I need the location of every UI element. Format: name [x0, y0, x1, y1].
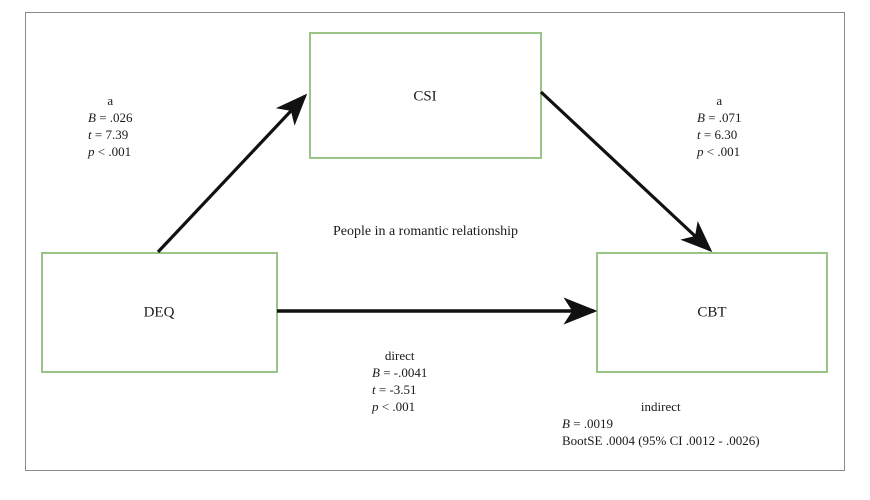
stats-indirect-effect: indirect B = .0019 BootSE .0004 (95% CI … — [562, 398, 760, 449]
diagram-caption: People in a romantic relationship — [332, 224, 519, 239]
b-symbol: B — [562, 416, 570, 431]
stats-indirect-b: B = .0019 — [562, 415, 760, 432]
p-symbol: p — [372, 399, 379, 414]
stats-direct-effect: direct B = -.0041 t = -3.51 p < .001 — [372, 347, 427, 415]
stats-b-path-t-value: = 6.30 — [703, 127, 738, 142]
node-box-csi — [309, 32, 542, 159]
stats-a-path-t: t = 7.39 — [88, 126, 133, 143]
arrow-deq-to-csi — [156, 93, 308, 254]
t-symbol: t — [697, 127, 701, 142]
b-symbol: B — [697, 110, 705, 125]
stats-a-path-b: B = .026 — [88, 109, 133, 126]
stats-direct-b: B = -.0041 — [372, 364, 427, 381]
stats-b-path-head: a — [716, 93, 723, 108]
t-symbol: t — [88, 127, 92, 142]
stats-a-path: a B = .026 t = 7.39 p < .001 — [88, 92, 133, 160]
t-symbol: t — [372, 382, 376, 397]
b-symbol: B — [88, 110, 96, 125]
b-symbol: B — [372, 365, 380, 380]
stats-b-path-b: B = .071 — [697, 109, 742, 126]
stats-b-path-t: t = 6.30 — [697, 126, 742, 143]
stats-indirect-b-value: = .0019 — [573, 416, 614, 431]
stats-a-path-p: p < .001 — [88, 143, 133, 160]
node-label-csi: CSI — [413, 88, 436, 104]
stats-b-path-b-value: = .071 — [708, 110, 742, 125]
stats-indirect-bootse: BootSE .0004 (95% CI .0012 - .0026) — [562, 433, 760, 448]
stats-a-path-head: a — [107, 93, 114, 108]
stats-indirect-head: indirect — [640, 399, 681, 414]
stats-a-path-t-value: = 7.39 — [94, 127, 129, 142]
stats-direct-t-value: = -3.51 — [378, 382, 417, 397]
stats-a-path-p-value: < .001 — [97, 144, 132, 159]
stats-b-path-p-value: < .001 — [706, 144, 741, 159]
stats-direct-p-value: < .001 — [381, 399, 416, 414]
node-label-deq: DEQ — [144, 304, 175, 320]
stats-b-path-p: p < .001 — [697, 143, 742, 160]
stats-direct-p: p < .001 — [372, 398, 427, 415]
stats-a-path-b-value: = .026 — [99, 110, 133, 125]
p-symbol: p — [697, 144, 704, 159]
stats-direct-t: t = -3.51 — [372, 381, 427, 398]
arrow-csi-to-cbt — [539, 90, 713, 253]
node-label-cbt: CBT — [697, 304, 726, 320]
node-box-cbt — [596, 252, 828, 373]
stats-direct-b-value: = -.0041 — [383, 365, 428, 380]
stats-b-path: a B = .071 t = 6.30 p < .001 — [697, 92, 742, 160]
stats-direct-head: direct — [384, 348, 415, 363]
p-symbol: p — [88, 144, 95, 159]
